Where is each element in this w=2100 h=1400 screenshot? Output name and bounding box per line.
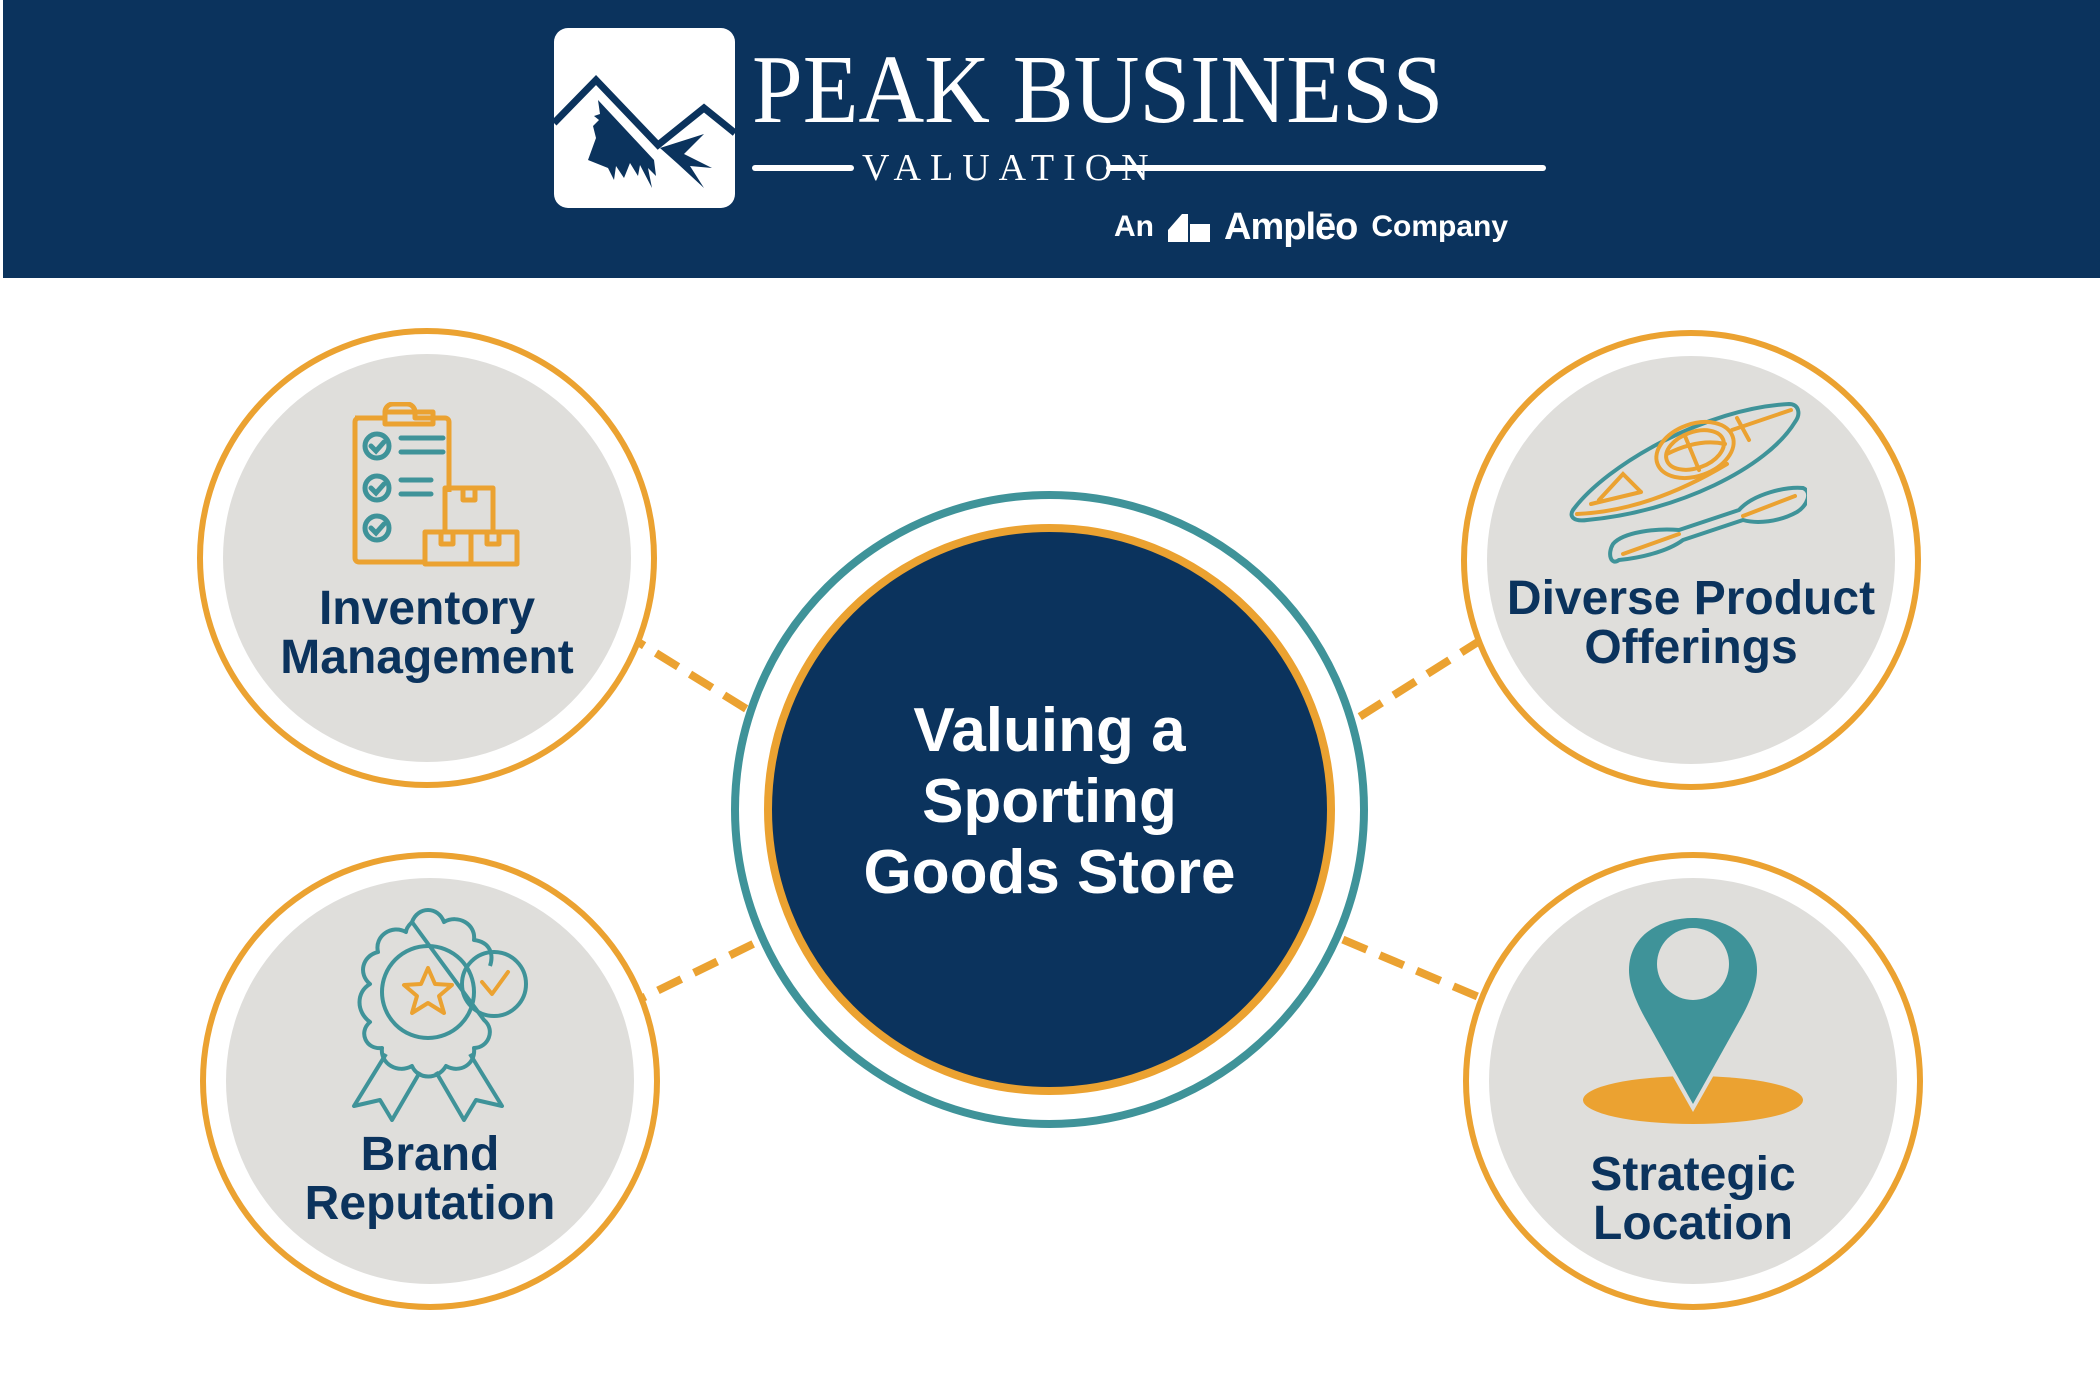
parent-company-tagline: An Amplēo Company bbox=[1114, 205, 1508, 249]
connector-brand bbox=[620, 921, 794, 1012]
node-diverse-product-offerings: Diverse Product Offerings bbox=[1461, 330, 1921, 790]
map-pin-icon bbox=[1583, 912, 1803, 1124]
valuation-rule-right bbox=[1106, 165, 1546, 171]
parent-name: Amplēo bbox=[1224, 205, 1358, 248]
mountain-peaks-icon bbox=[554, 74, 735, 188]
brand-title-container: PEAK BUSINESS bbox=[752, 41, 1548, 139]
kayak-paddle-icon bbox=[1569, 402, 1807, 564]
node-inventory-label: Inventory Management bbox=[280, 582, 574, 684]
brand-title: PEAK BUSINESS bbox=[752, 36, 1444, 144]
valuation-rule-left bbox=[752, 165, 854, 171]
clipboard-boxes-icon bbox=[352, 402, 520, 567]
brand-logo bbox=[554, 28, 735, 208]
connector-product bbox=[1323, 624, 1503, 742]
node-location-label: Strategic Location bbox=[1590, 1148, 1796, 1250]
header-banner bbox=[3, 0, 2100, 278]
connector-inventory bbox=[619, 628, 785, 735]
node-inventory-management: Inventory Management bbox=[197, 328, 657, 788]
node-brand-reputation: Brand Reputation bbox=[200, 852, 660, 1310]
award-ribbon-check-icon bbox=[352, 908, 528, 1122]
node-strategic-location: Strategic Location bbox=[1463, 852, 1923, 1310]
node-product-label: Diverse Product Offerings bbox=[1506, 572, 1876, 674]
hub-circle bbox=[764, 524, 1335, 1095]
parent-prefix: An bbox=[1114, 210, 1154, 243]
node-brand-label: Brand Reputation bbox=[304, 1128, 556, 1230]
ampleo-mark-icon bbox=[1168, 214, 1210, 242]
hub-title: Valuing a Sporting Goods Store bbox=[863, 696, 1236, 907]
parent-suffix: Company bbox=[1371, 210, 1509, 243]
connector-location bbox=[1304, 920, 1502, 1010]
